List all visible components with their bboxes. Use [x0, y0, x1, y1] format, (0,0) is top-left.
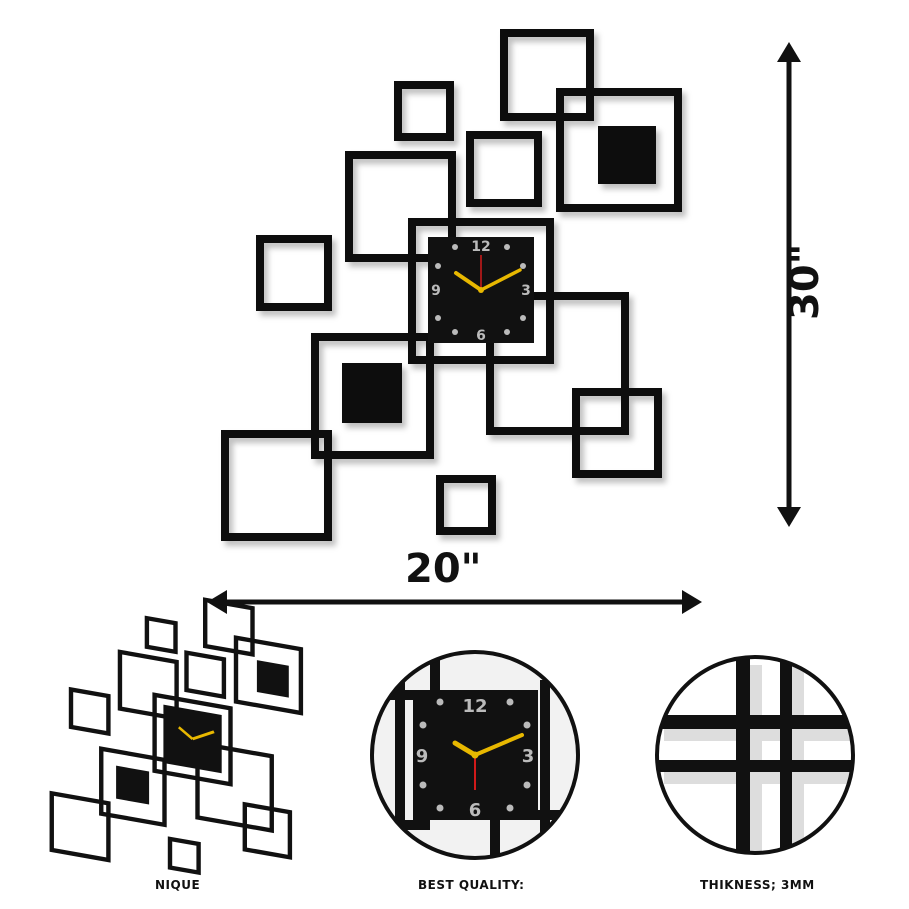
- thumbnail-clock-closeup: 12 3 6 9: [370, 650, 580, 860]
- caption-unique: NIQUE: [155, 878, 201, 892]
- caption-thickness: THIKNESS; 3MM: [700, 878, 815, 892]
- width-arrow: [207, 590, 702, 614]
- main-clock-face: [428, 237, 534, 343]
- numeral-3: 3: [521, 283, 531, 299]
- thumbnail-angled-clock: [49, 597, 304, 876]
- height-dimension-label: 30": [782, 243, 828, 320]
- width-dimension-label: 20": [405, 546, 482, 592]
- numeral-6: 6: [476, 328, 486, 344]
- closeup-numeral-12: 12: [462, 696, 487, 717]
- thumbnail-thickness-closeup: [655, 655, 855, 855]
- closeup-numeral-3: 3: [522, 746, 535, 767]
- main-clock-numerals: 12 3 6 9: [431, 239, 531, 344]
- height-arrow: [777, 42, 801, 527]
- main-clock-solid-squares: [342, 126, 656, 423]
- main-clock-frames: [221, 29, 682, 541]
- caption-best-quality: BEST QUALITY:: [418, 878, 525, 892]
- closeup-numeral-6: 6: [469, 800, 482, 821]
- numeral-12: 12: [471, 239, 490, 255]
- numeral-9: 9: [431, 283, 441, 299]
- closeup-numeral-9: 9: [416, 746, 429, 767]
